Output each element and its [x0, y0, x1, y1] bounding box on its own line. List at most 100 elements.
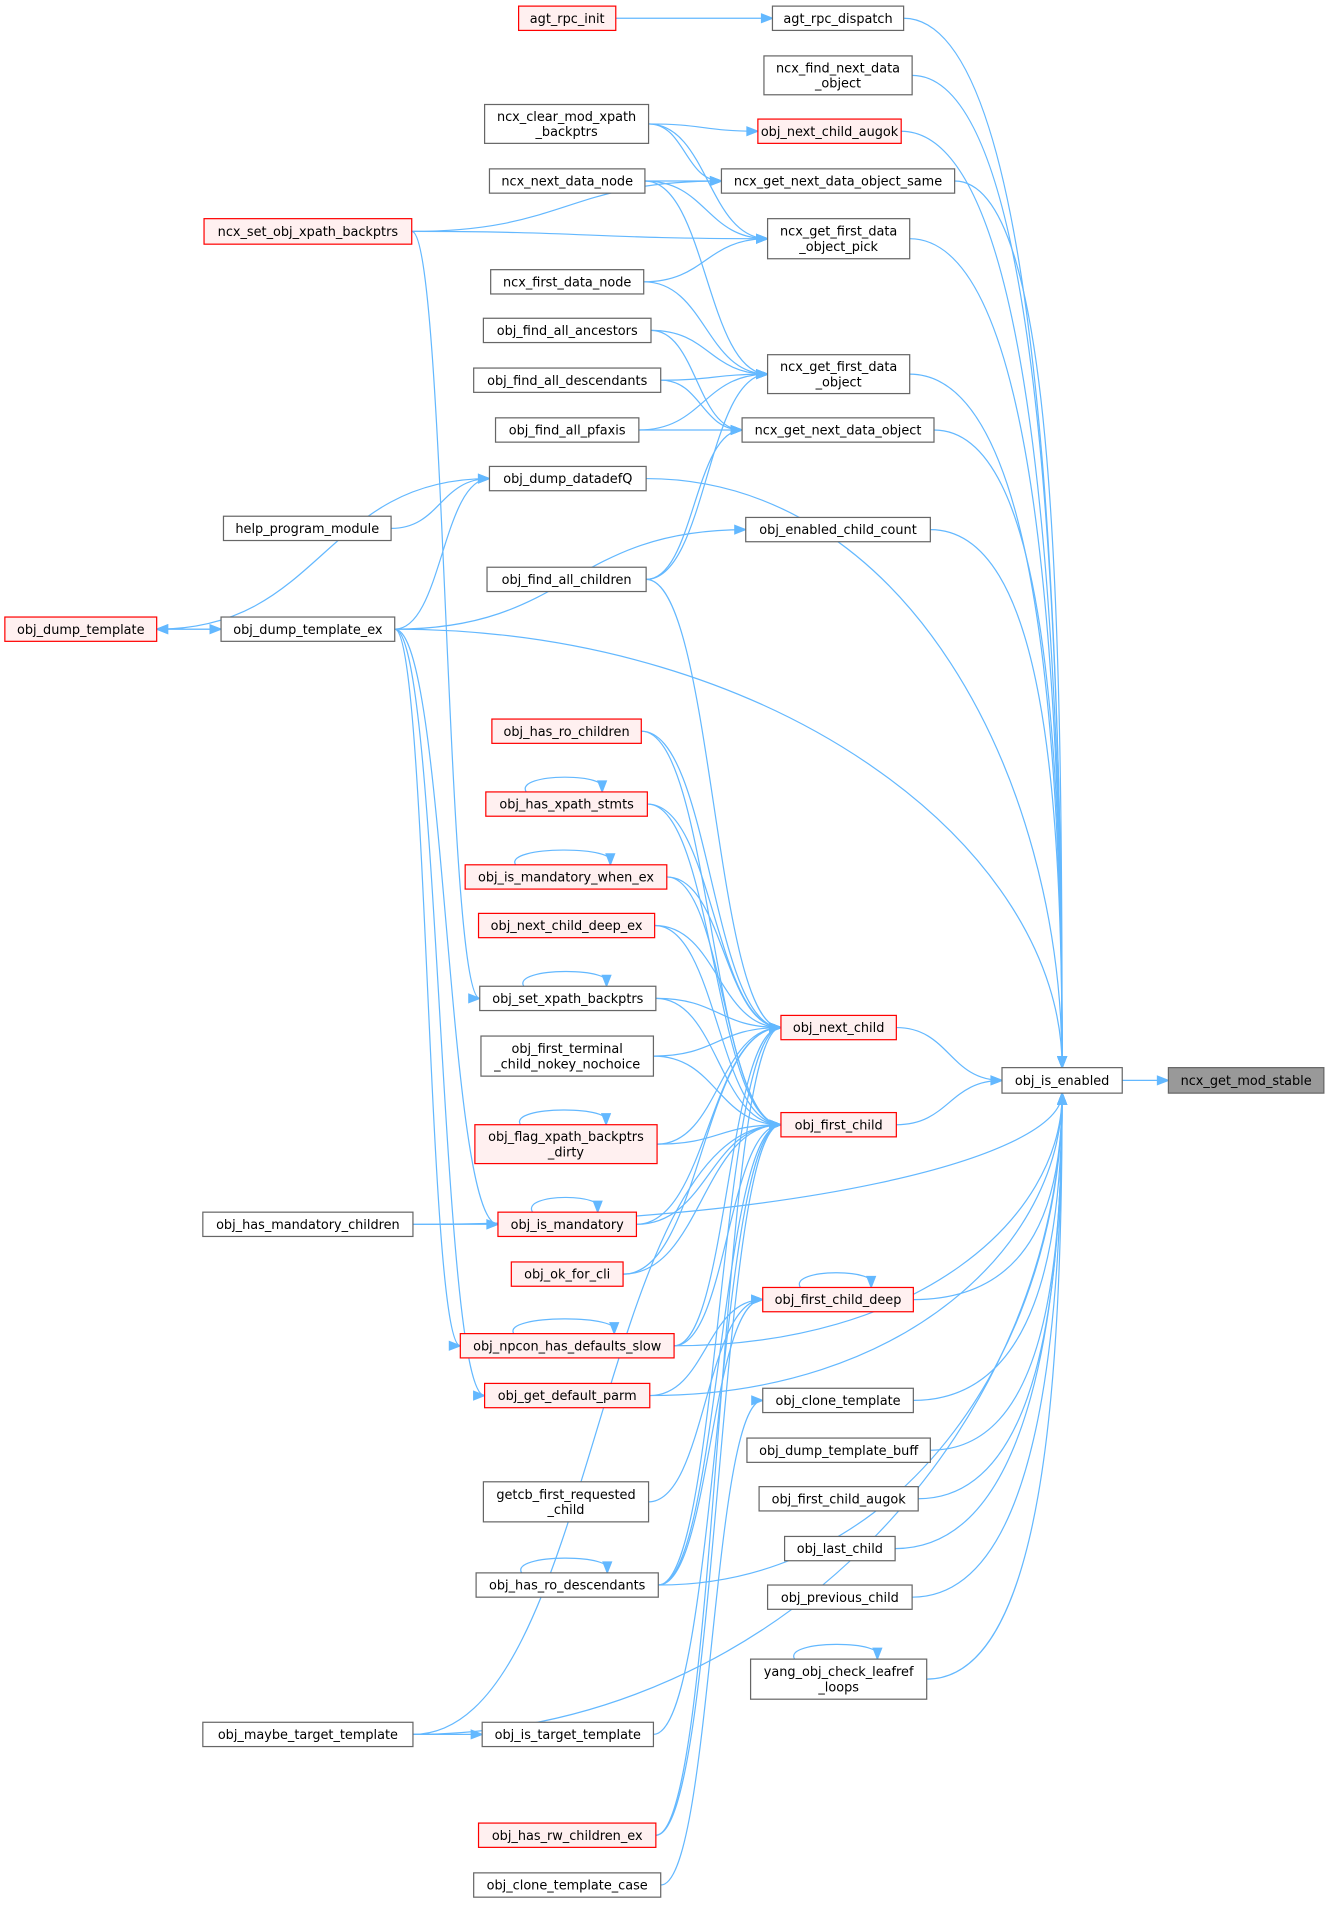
- node-label: _dirty: [547, 1145, 584, 1160]
- edge-arrowhead-icon: [1156, 1075, 1171, 1086]
- node-obj-npcon-has-defaults-slow[interactable]: obj_npcon_has_defaults_slow: [459, 1333, 675, 1359]
- edge-obj_dump_template_ex-to-obj_get_default_parm: [394, 628, 485, 1397]
- node-help-program-module[interactable]: help_program_module: [222, 515, 392, 542]
- node-obj-first-child[interactable]: obj_first_child: [780, 1111, 897, 1138]
- node-ncx-set-obj-xpath-backptrs[interactable]: ncx_set_obj_xpath_backptrs: [203, 218, 413, 245]
- node-ncx-clear-mod-xpath-backptrs[interactable]: ncx_clear_mod_xpath_backptrs: [483, 103, 650, 144]
- edge-obj_has_ro_children-to-obj_next_child: [641, 730, 781, 1029]
- node-obj-ok-for-cli[interactable]: obj_ok_for_cli: [510, 1261, 624, 1287]
- edge-obj_clone_template-to-obj_is_enabled: [913, 1093, 1063, 1402]
- node-box: [475, 1572, 659, 1598]
- node-obj-first-child-deep[interactable]: obj_first_child_deep: [762, 1286, 914, 1313]
- edge-obj_dump_datadefQ-to-obj_is_enabled: [646, 477, 1063, 1068]
- edge-obj_find_all_descendants-to-ncx_get_first_data_object: [660, 373, 768, 381]
- node-obj-has-xpath-stmts[interactable]: obj_has_xpath_stmts: [485, 791, 648, 817]
- edge-ncx_get_next_data_object-to-obj_is_enabled: [933, 429, 1063, 1068]
- edge-obj_next_child_augok-to-obj_is_enabled: [901, 130, 1063, 1068]
- node-yang-obj-check-leafref-loops[interactable]: yang_obj_check_leafref_loops: [749, 1658, 928, 1700]
- node-ncx-first-data-node[interactable]: ncx_first_data_node: [490, 269, 645, 295]
- node-ncx-get-first-data-object[interactable]: ncx_get_first_data_object: [766, 354, 911, 395]
- edge-arrowhead-icon: [730, 424, 744, 436]
- edge-arrowhead-icon: [734, 524, 748, 535]
- edge-arrowhead-icon: [470, 1729, 484, 1740]
- edge-obj_ok_for_cli-to-obj_first_child: [623, 1124, 781, 1275]
- edge-obj_set_xpath_backptrs-to-obj_set_xpath_backptrs: [522, 970, 608, 987]
- node-obj-is-enabled[interactable]: obj_is_enabled: [1001, 1067, 1123, 1094]
- edge-arrowhead-icon: [1056, 1091, 1068, 1105]
- node-label: obj_find_all_children: [502, 573, 632, 588]
- node-obj-maybe-target-template[interactable]: obj_maybe_target_template: [202, 1721, 414, 1748]
- node-box: [480, 1035, 655, 1077]
- edge-ncx_clear_mod_xpath_backptrs-to-ncx_get_next_data_object_same: [648, 123, 722, 182]
- edge-obj_next_child_deep_ex-to-obj_next_child: [654, 924, 781, 1029]
- node-obj-first-terminal-child-nokey-nochoice[interactable]: obj_first_terminal_child_nokey_nochoice: [480, 1035, 655, 1077]
- node-agt-rpc-init[interactable]: agt_rpc_init: [518, 5, 617, 32]
- node-ncx-get-next-data-object[interactable]: ncx_get_next_data_object: [741, 417, 935, 443]
- node-obj-has-mandatory-children[interactable]: obj_has_mandatory_children: [202, 1211, 414, 1238]
- node-ncx-get-mod-stable[interactable]: ncx_get_mod_stable: [1167, 1067, 1325, 1094]
- node-obj-find-all-children[interactable]: obj_find_all_children: [486, 566, 647, 593]
- edge-yang_obj_check_leafref_loops-to-yang_obj_check_leafref_loops: [793, 1643, 879, 1660]
- node-obj-dump-template-ex[interactable]: obj_dump_template_ex: [220, 616, 396, 642]
- node-obj-find-all-descendants[interactable]: obj_find_all_descendants: [473, 367, 662, 393]
- node-obj-next-child-augok[interactable]: obj_next_child_augok: [757, 118, 902, 144]
- node-box: [220, 616, 396, 642]
- node-box: [746, 1437, 931, 1463]
- node-label: _object: [814, 77, 861, 92]
- node-label: obj_flag_xpath_backptrs: [488, 1130, 644, 1145]
- node-box: [762, 1286, 914, 1313]
- node-label: obj_has_mandatory_children: [216, 1218, 400, 1233]
- node-obj-set-xpath-backptrs[interactable]: obj_set_xpath_backptrs: [479, 985, 657, 1012]
- node-obj-next-child[interactable]: obj_next_child: [780, 1014, 897, 1041]
- edge-help_program_module-to-obj_dump_datadefQ: [391, 477, 490, 529]
- edge-arrowhead-icon: [605, 853, 616, 867]
- node-box: [1001, 1067, 1123, 1094]
- node-obj-dump-template-buff[interactable]: obj_dump_template_buff: [746, 1437, 931, 1463]
- node-box: [474, 1124, 658, 1165]
- node-obj-has-ro-children[interactable]: obj_has_ro_children: [491, 718, 642, 744]
- node-obj-has-rw-children-ex[interactable]: obj_has_rw_children_ex: [477, 1822, 657, 1848]
- node-obj-dump-datadefQ[interactable]: obj_dump_datadefQ: [488, 465, 647, 492]
- edge-obj_next_child-to-obj_is_enabled: [896, 1026, 1003, 1081]
- node-label: obj_is_enabled: [1015, 1074, 1110, 1089]
- node-obj-first-child-augok[interactable]: obj_first_child_augok: [758, 1486, 919, 1512]
- node-ncx-get-next-data-object-same[interactable]: ncx_get_next_data_object_same: [720, 168, 956, 194]
- node-obj-clone-template[interactable]: obj_clone_template: [762, 1387, 914, 1414]
- edge-obj_npcon_has_defaults_slow-to-obj_npcon_has_defaults_slow: [512, 1318, 616, 1334]
- node-obj-is-target-template[interactable]: obj_is_target_template: [481, 1721, 655, 1748]
- node-obj-find-all-pfaxis[interactable]: obj_find_all_pfaxis: [494, 417, 640, 443]
- node-ncx-find-next-data-object[interactable]: ncx_find_next_data_object: [763, 55, 913, 96]
- edge-arrowhead-icon: [592, 1200, 603, 1214]
- edge-arrowhead-icon: [209, 624, 223, 635]
- node-obj-clone-template-case[interactable]: obj_clone_template_case: [473, 1872, 662, 1898]
- node-agt-rpc-dispatch[interactable]: agt_rpc_dispatch: [771, 5, 905, 32]
- edge-ncx_get_first_data_object_pick-to-obj_is_enabled: [909, 238, 1063, 1068]
- node-obj-get-default-parm[interactable]: obj_get_default_parm: [483, 1382, 651, 1409]
- edge-arrowhead-icon: [600, 1113, 612, 1127]
- node-obj-last-child[interactable]: obj_last_child: [783, 1535, 896, 1562]
- node-obj-find-all-ancestors[interactable]: obj_find_all_ancestors: [482, 317, 652, 344]
- node-label: obj_has_ro_descendants: [489, 1579, 646, 1594]
- node-label: obj_ok_for_cli: [524, 1268, 610, 1283]
- node-ncx-next-data-node[interactable]: ncx_next_data_node: [488, 168, 646, 194]
- node-obj-is-mandatory[interactable]: obj_is_mandatory: [497, 1211, 638, 1238]
- node-obj-enabled-child-count[interactable]: obj_enabled_child_count: [745, 516, 931, 543]
- node-ncx-get-first-data-object-pick[interactable]: ncx_get_first_data_object_pick: [766, 218, 911, 260]
- node-getcb-first-requested-child[interactable]: getcb_first_requested_child: [482, 1481, 650, 1523]
- edge-obj_first_child-to-obj_is_enabled: [896, 1079, 1003, 1126]
- node-label: obj_find_all_descendants: [487, 374, 647, 389]
- node-label: ncx_get_first_data: [780, 360, 897, 375]
- edge-obj_previous_child-to-obj_is_enabled: [912, 1093, 1063, 1598]
- node-obj-next-child-deep-ex[interactable]: obj_next_child_deep_ex: [477, 912, 656, 939]
- node-box: [763, 55, 913, 96]
- node-obj-previous-child[interactable]: obj_previous_child: [766, 1584, 913, 1610]
- node-box: [486, 566, 647, 593]
- node-obj-has-ro-descendants[interactable]: obj_has_ro_descendants: [475, 1572, 659, 1598]
- node-label: obj_npcon_has_defaults_slow: [473, 1339, 661, 1354]
- node-obj-dump-template[interactable]: obj_dump_template: [4, 616, 158, 642]
- node-obj-is-mandatory-when-ex[interactable]: obj_is_mandatory_when_ex: [464, 864, 668, 890]
- edge-arrowhead-icon: [448, 1340, 462, 1351]
- edge-obj_get_default_parm-to-obj_is_enabled: [649, 1093, 1063, 1397]
- node-obj-flag-xpath-backptrs-dirty[interactable]: obj_flag_xpath_backptrs_dirty: [474, 1124, 658, 1165]
